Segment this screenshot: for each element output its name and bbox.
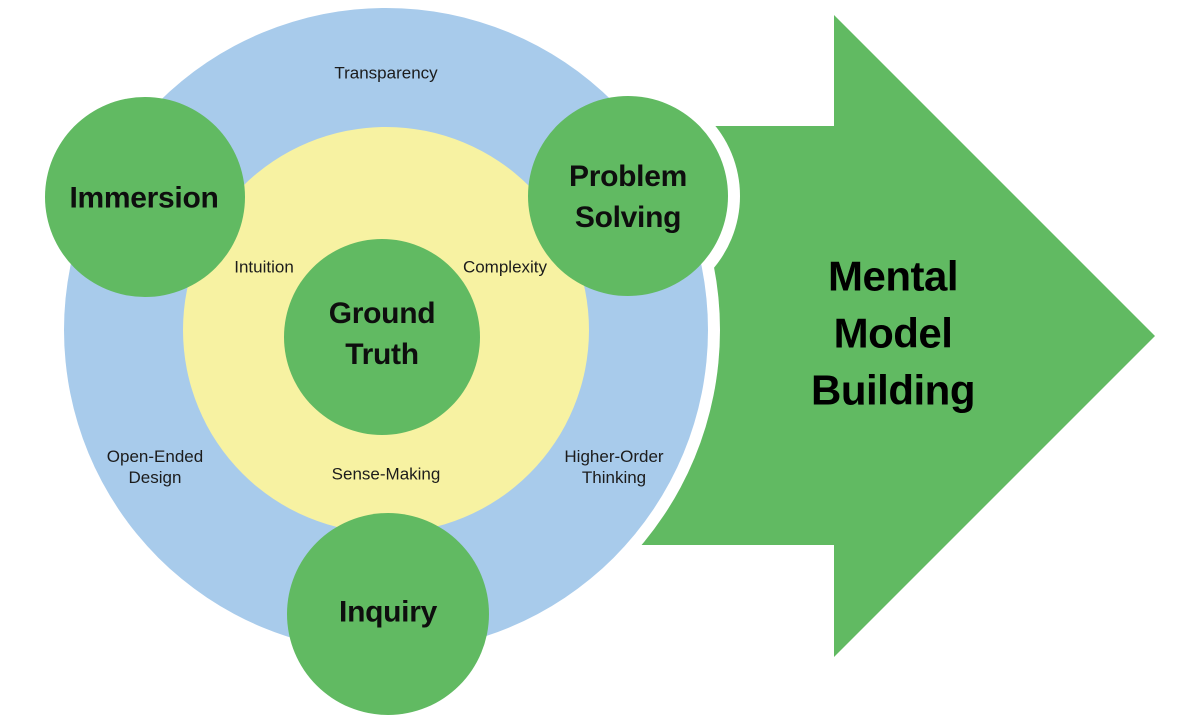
center-circle: [284, 239, 480, 435]
outer-ring-label-open-ended-design: Open-Ended Design: [107, 446, 203, 488]
immersion-circle-label: Immersion: [69, 181, 219, 215]
outer-ring-label-higher-order-thinking: Higher-Order Thinking: [564, 446, 663, 488]
problem-solving-circle: [528, 96, 728, 296]
middle-ring-label-sense-making: Sense-Making: [331, 464, 441, 484]
ground-truth-line1: Ground: [328, 297, 436, 330]
problem-solving-line2: Solving: [574, 201, 682, 234]
open-ended-line1: Open-Ended: [106, 447, 204, 466]
outer-ring-label-transparency: Transparency: [334, 63, 438, 83]
ground-truth-circle-label: Ground Truth: [329, 293, 436, 375]
immersion-circle: [45, 97, 245, 297]
middle-ring-label-complexity: Complexity: [462, 257, 548, 277]
problem-solving-line1: Problem: [569, 160, 687, 193]
problem-solving-circle-label: Problem Solving: [569, 156, 687, 238]
arrow-title-line3: Building: [811, 366, 975, 414]
arrow-shape: [640, 15, 1155, 657]
higher-order-line2: Thinking: [581, 468, 647, 487]
inquiry-circle: [287, 513, 489, 715]
ground-truth-line2: Truth: [345, 338, 419, 371]
open-ended-line2: Design: [128, 468, 182, 487]
inquiry-circle-label: Inquiry: [339, 595, 437, 629]
arrow-title-line1: Mental: [827, 252, 959, 300]
arrow-title-mental-model-building: Mental Model Building: [811, 248, 975, 419]
middle-ring-label-intuition: Intuition: [234, 257, 294, 277]
arrow-title-line2: Model: [833, 309, 953, 357]
higher-order-line1: Higher-Order: [564, 447, 664, 466]
